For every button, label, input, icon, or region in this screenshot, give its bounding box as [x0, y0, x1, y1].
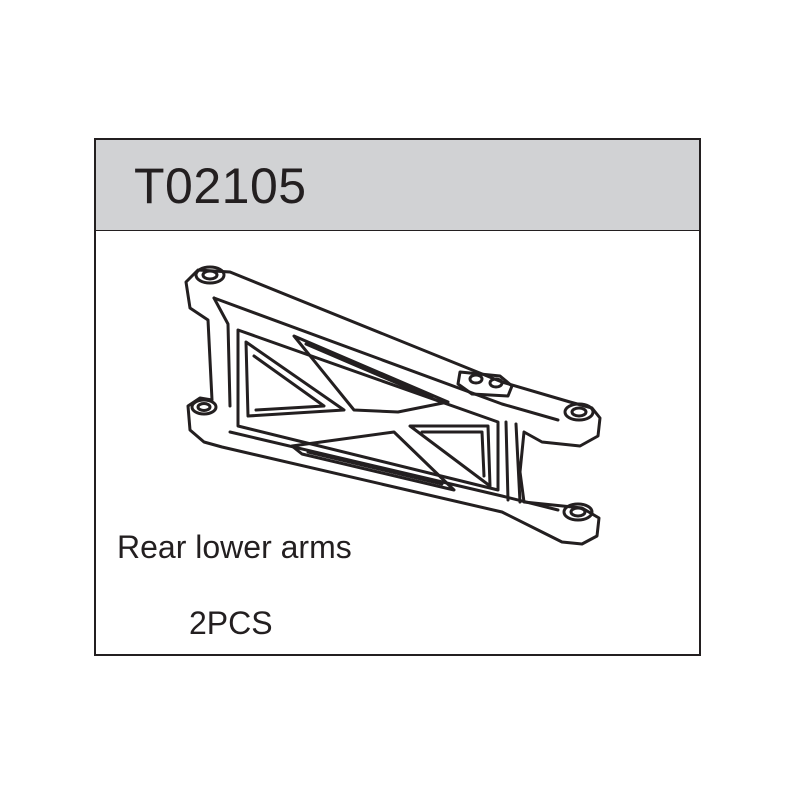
part-number: T02105 [134, 158, 307, 214]
rear-lower-arm-drawing [184, 265, 602, 546]
part-name: Rear lower arms [117, 529, 352, 565]
part-card: T02105 [94, 138, 701, 656]
part-quantity: 2PCS [189, 605, 273, 641]
part-header: T02105 [96, 140, 699, 231]
